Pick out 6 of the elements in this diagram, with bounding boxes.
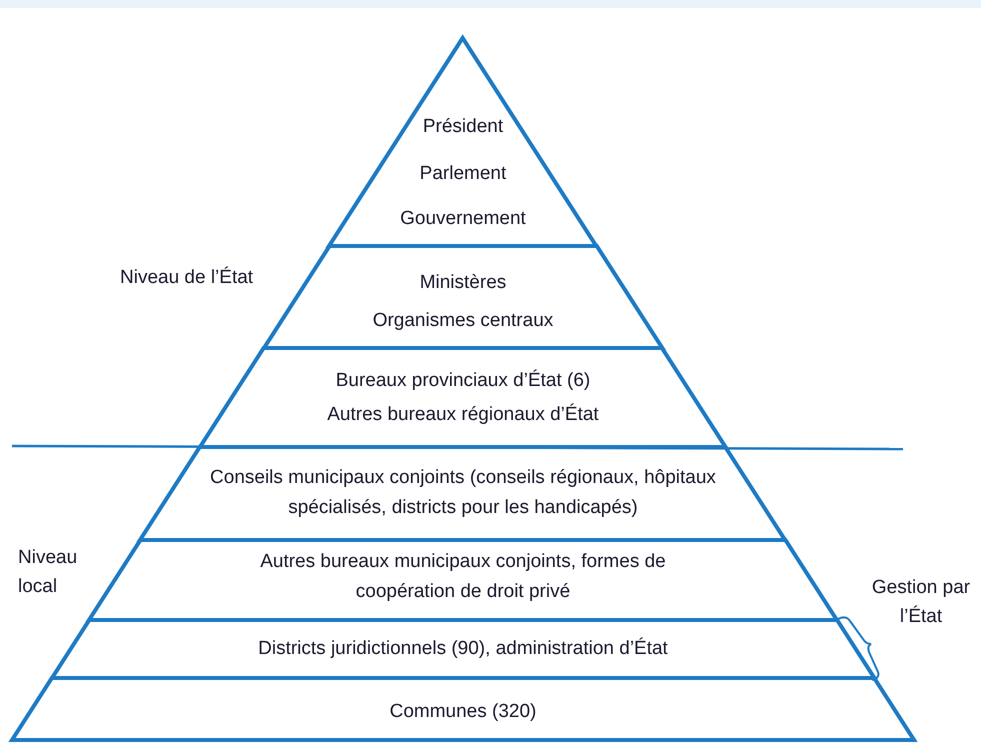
tier-text: Bureaux provinciaux d’État (6) [336, 368, 590, 393]
tier-text: Communes (320) [390, 700, 536, 724]
level-label: Niveau local [18, 546, 78, 599]
tier-text: Autres bureaux régionaux d’État [327, 402, 599, 427]
level-label: Gestion par l’État [870, 576, 972, 629]
level-label: Niveau de l’État [120, 266, 254, 290]
